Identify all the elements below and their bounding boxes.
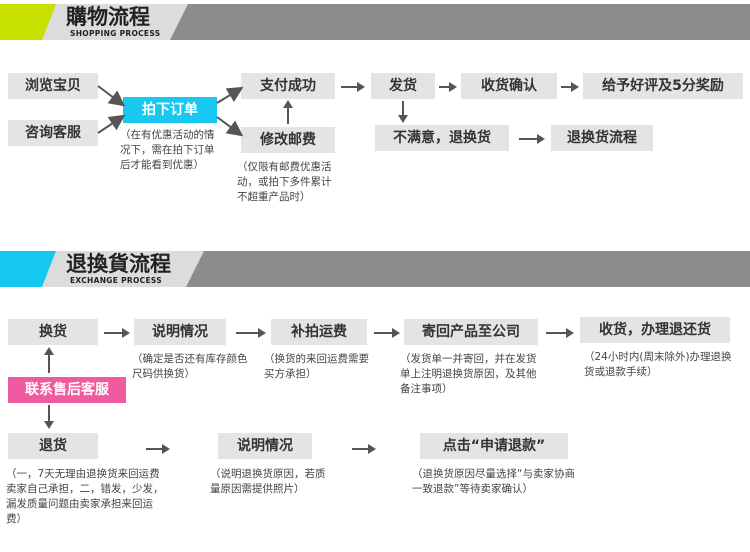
- step-unsatisfied: 不满意，退换货: [375, 125, 509, 151]
- step-review: 给予好评及5分奖励: [583, 73, 743, 99]
- section-subtitle-exchange: EXCHANGE PROCESS: [70, 276, 162, 285]
- arrow-modify-to-pay: [283, 100, 293, 124]
- section-title-shopping: 購物流程: [66, 5, 150, 29]
- step-modify: 修改邮费: [241, 127, 335, 153]
- section-header-exchange: [0, 251, 750, 287]
- arrow-send-to-receive: [546, 328, 574, 338]
- step-browse: 浏览宝贝: [8, 73, 98, 99]
- step-send-back: 寄回产品至公司: [404, 319, 538, 345]
- step-apply-refund: 点击“申请退款”: [420, 433, 568, 459]
- section-header-shopping: [0, 4, 750, 40]
- note-receive: （24小时内(周末除外)办理退换货或退款手续）: [584, 351, 732, 378]
- arrow-explain-to-pay: [236, 328, 266, 338]
- section-title-exchange: 退換貨流程: [66, 252, 171, 276]
- header-band-dark-2: [186, 251, 750, 287]
- note-pay-shipping: （换货的来回运费需要买方承担）: [264, 353, 369, 380]
- step-refund: 退货: [8, 433, 98, 459]
- arrow-contact-to-exchange: [44, 347, 54, 373]
- note-refund: （一，7天无理由退换货来回运费卖家自己承担，二，错发，少发，漏发质量问题由卖家承…: [6, 468, 164, 525]
- arrow-exchange-to-explain: [104, 328, 130, 338]
- note-send-back: （发货单一并寄回，并在发货单上注明退换货原因，及其他备注事项）: [400, 353, 537, 395]
- note-explain-1: （确定是否还有库存颜色尺码供换货）: [132, 353, 248, 380]
- arrow-pay-to-send: [374, 328, 400, 338]
- arrow-explain-to-apply: [352, 444, 376, 454]
- arrow-contact-to-refund: [44, 405, 54, 429]
- arrow-unsatisfied-to-return: [519, 134, 545, 144]
- step-ship: 发货: [371, 73, 435, 99]
- step-return-flow: 退换货流程: [551, 125, 653, 151]
- step-consult: 咨询客服: [8, 120, 98, 146]
- note-apply-refund: （退换货原因尽量选择“与卖家协商一致退款”等待卖家确认）: [412, 468, 575, 495]
- note-order: （在有优惠活动的情况下，需在拍下订单后才能看到优惠）: [120, 129, 215, 171]
- step-order: 拍下订单: [123, 97, 217, 123]
- header-accent-cyan: [0, 251, 56, 287]
- header-band-dark: [170, 4, 750, 40]
- arrow-ship-to-unsatisfied: [398, 101, 408, 123]
- note-modify: （仅限有邮费优惠活动，或拍下多件累计不超重产品时）: [237, 161, 332, 203]
- step-exchange: 换货: [8, 319, 98, 345]
- step-receive: 收货，办理退还货: [580, 317, 730, 343]
- step-pay-shipping: 补拍运费: [271, 319, 367, 345]
- arrow-pay-to-ship: [341, 82, 365, 92]
- arrow-refund-to-explain: [146, 444, 170, 454]
- step-contact-service: 联系售后客服: [8, 377, 126, 403]
- section-subtitle-shopping: SHOPPING PROCESS: [70, 29, 161, 38]
- step-pay: 支付成功: [241, 73, 335, 99]
- arrow-ship-to-confirm: [439, 82, 457, 92]
- arrow-confirm-to-review: [561, 82, 579, 92]
- note-explain-2: （说明退换货原因，若质量原因需提供照片）: [210, 468, 326, 495]
- step-confirm: 收货确认: [461, 73, 557, 99]
- step-explain-2: 说明情况: [218, 433, 312, 459]
- step-explain-1: 说明情况: [134, 319, 226, 345]
